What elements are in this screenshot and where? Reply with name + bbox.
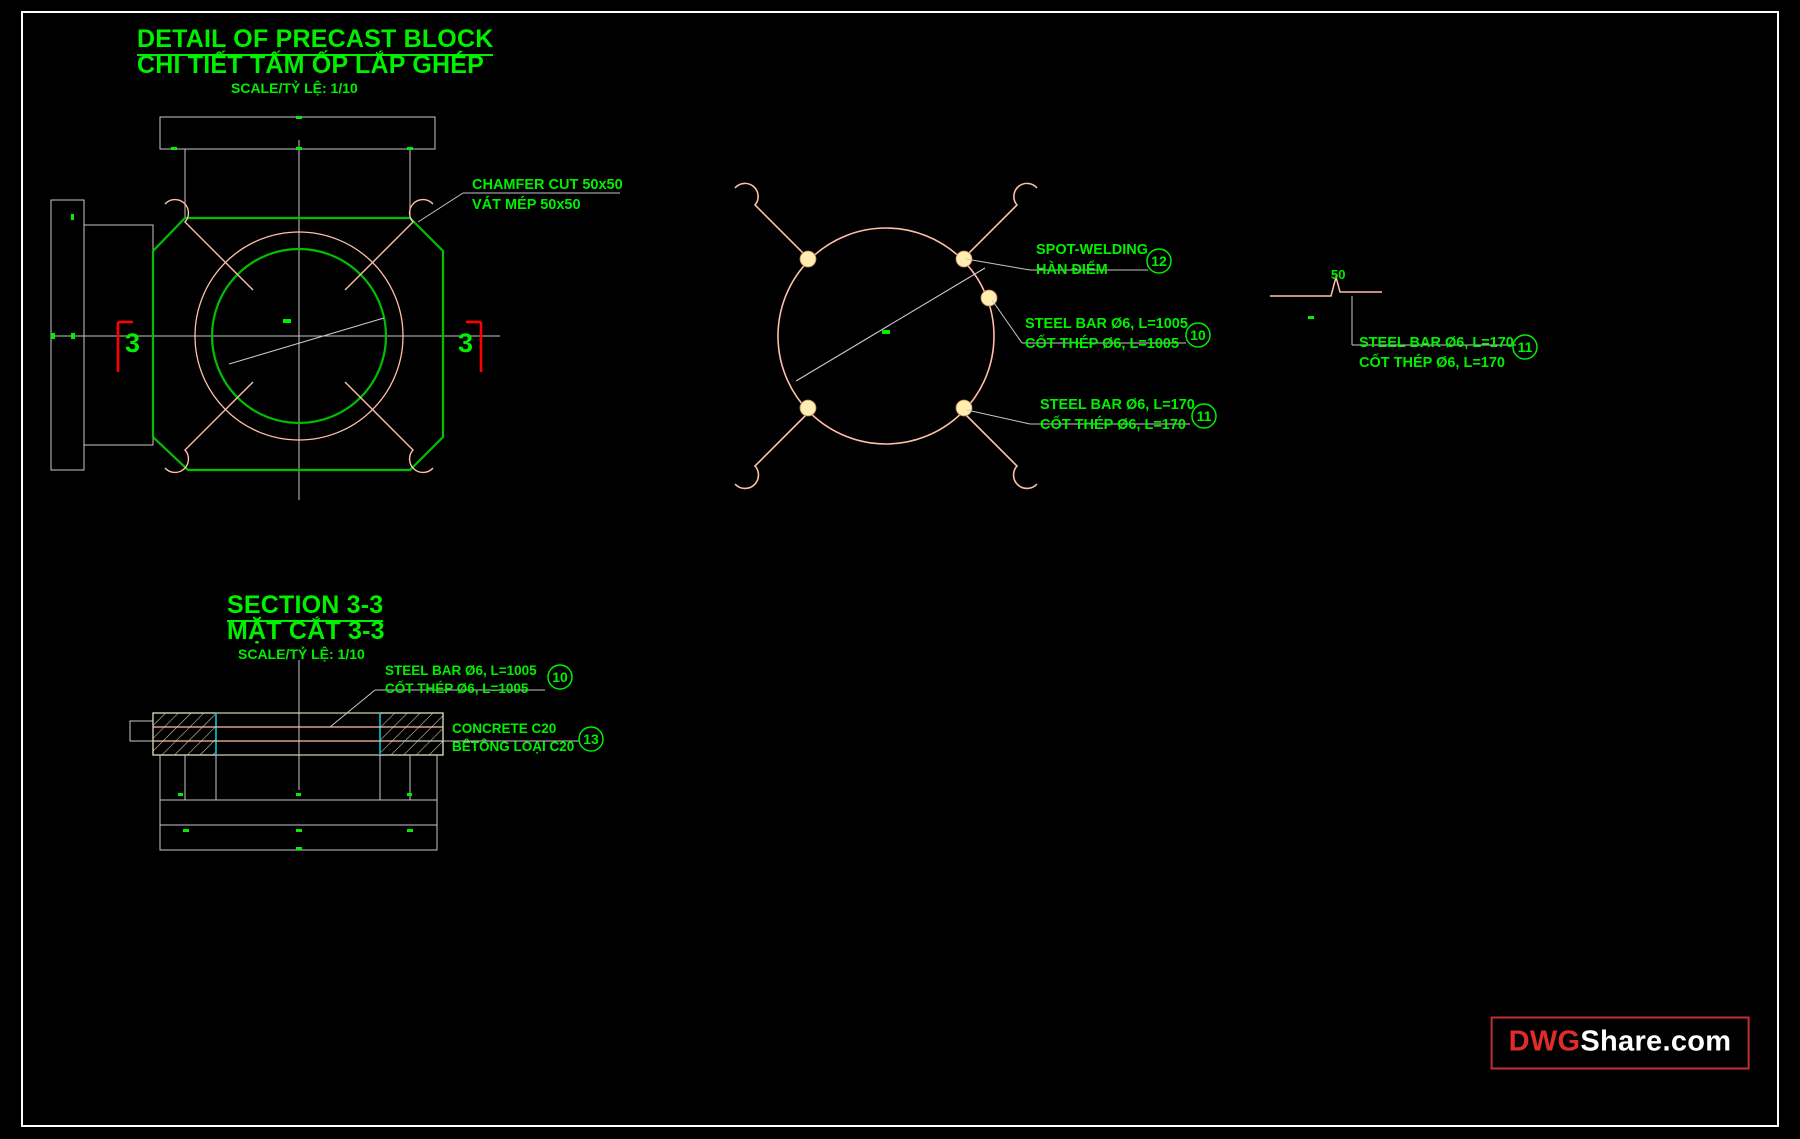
- annotation-steel-1005-section-en: STEEL BAR Ø6, L=1005: [385, 663, 537, 678]
- annotation-steel-170-plan-en: STEEL BAR Ø6, L=170: [1040, 397, 1195, 413]
- annotation-steel-1005-plan-en: STEEL BAR Ø6, L=1005: [1025, 316, 1188, 332]
- section-title-scale: SCALE/TỶ LỆ: 1/10: [238, 646, 365, 662]
- precast-block-outline: [151, 216, 445, 472]
- bubble-number-11-detail: 11: [1517, 339, 1533, 355]
- section-3-3-geometry: [129, 660, 580, 851]
- section-title-en: SECTION 3-3: [227, 592, 384, 622]
- section-mark-left: 3: [125, 328, 141, 358]
- rebar-cage-ring: [777, 227, 995, 445]
- annotation-chamfer-en: CHAMFER CUT 50x50: [472, 177, 623, 193]
- chamfer-leader: [417, 192, 620, 223]
- section-cut-marks: [116, 320, 483, 372]
- annotation-steel-1005-section-vn: CỐT THÉP Ø6, L=1005: [385, 681, 529, 696]
- plan-title-vn: CHI TIẾT TẤM ỐP LẮP GHÉP: [137, 51, 484, 79]
- annotation-spot-welding-en: SPOT-WELDING: [1036, 242, 1148, 258]
- section-leaders: [329, 689, 580, 742]
- annotation-steel-170-plan-vn: CỐT THÉP Ø6, L=170: [1040, 417, 1186, 433]
- cage-leaders: [965, 258, 1190, 425]
- annotation-spot-welding-vn: HÀN ĐIỂM: [1036, 262, 1108, 278]
- plan-view-geometry: [50, 116, 620, 500]
- annotation-concrete-en: CONCRETE C20: [452, 721, 557, 736]
- annotation-concrete-vn: BÊTÔNG LOẠI C20: [452, 739, 575, 754]
- watermark-brand: DWG: [1508, 1025, 1581, 1058]
- bubble-number-13: 13: [583, 731, 599, 747]
- rebar-cage-view: [734, 182, 1190, 490]
- annotation-chamfer-vn: VÁT MÉP 50x50: [472, 197, 581, 213]
- bubble-number-11: 11: [1196, 408, 1212, 424]
- concrete-hatch: [152, 712, 444, 756]
- plan-title-en: DETAIL OF PRECAST BLOCK: [137, 26, 494, 56]
- bubble-number-10-section: 10: [552, 669, 568, 685]
- watermark-suffix: Share.com: [1580, 1025, 1732, 1058]
- sheet-border: [21, 11, 1779, 1127]
- dimension-hook-leg: 50: [1331, 267, 1346, 282]
- plan-title-scale: SCALE/TỶ LỆ: 1/10: [231, 80, 358, 96]
- opening-circle: [210, 247, 388, 425]
- cage-hook-bars: [734, 182, 1038, 490]
- spot-weld-nodes: [799, 250, 998, 417]
- annotation-steel-170-detail-en: STEEL BAR Ø6, L=170: [1359, 335, 1514, 351]
- single-bar-detail: [1270, 274, 1516, 346]
- section-mark-right: 3: [458, 328, 474, 358]
- section-title-vn: MẶT CẮT 3-3: [227, 617, 385, 645]
- corner-hook-bars: [164, 198, 434, 474]
- annotation-steel-1005-plan-vn: CỐT THÉP Ø6, L=1005: [1025, 336, 1180, 352]
- rebar-ring: [194, 231, 404, 441]
- watermark-dwgshare: DWGShare.com: [1490, 1016, 1750, 1070]
- annotation-steel-170-detail-vn: CỐT THÉP Ø6, L=170: [1359, 355, 1505, 371]
- bubble-number-10: 10: [1190, 327, 1206, 343]
- snap-markers: [51, 116, 413, 339]
- bubble-number-12: 12: [1151, 253, 1167, 269]
